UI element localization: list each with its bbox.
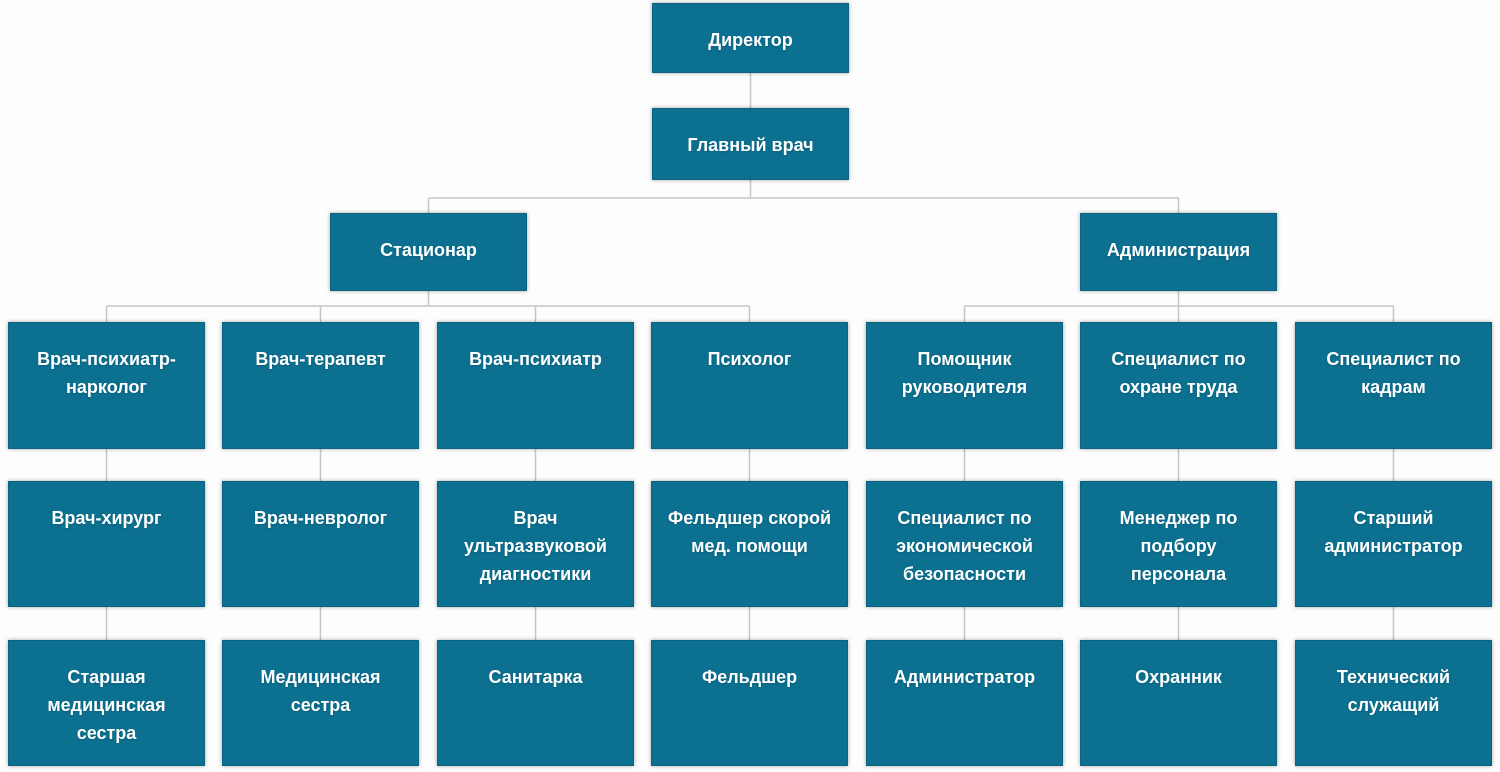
org-node-col7-level3: Технический служащий <box>1295 640 1492 766</box>
org-node-col2-level1: Врач-терапевт <box>222 322 419 449</box>
org-node-col7-level2: Старший администратор <box>1295 481 1492 607</box>
org-node-col2-level2: Врач-невролог <box>222 481 419 607</box>
org-node-col5-level1: Помощник руководителя <box>866 322 1063 449</box>
org-node-col1-level2: Врач-хирург <box>8 481 205 607</box>
org-node-col7-level1: Специалист по кадрам <box>1295 322 1492 449</box>
org-node-col3-level1: Врач-психиатр <box>437 322 634 449</box>
org-node-col4-level1: Психолог <box>651 322 848 449</box>
org-node-col6-level3: Охранник <box>1080 640 1277 766</box>
org-node-col6-level2: Менеджер по подбору персонала <box>1080 481 1277 607</box>
org-node-branch-0: Стационар <box>330 213 527 291</box>
org-node-col4-level2: Фельдшер скорой мед. помощи <box>651 481 848 607</box>
org-node-col3-level3: Санитарка <box>437 640 634 766</box>
org-node-branch-1: Администрация <box>1080 213 1277 291</box>
org-node-col3-level2: Врач ультразвуковой диагностики <box>437 481 634 607</box>
org-node-director: Директор <box>652 3 849 73</box>
org-node-col2-level3: Медицинская сестра <box>222 640 419 766</box>
org-node-chief-doctor: Главный врач <box>652 108 849 180</box>
org-node-col5-level2: Специалист по экономической безопасности <box>866 481 1063 607</box>
org-node-col6-level1: Специалист по охране труда <box>1080 322 1277 449</box>
org-node-col1-level3: Старшая медицинская сестра <box>8 640 205 766</box>
org-node-col1-level1: Врач-психиатр- нарколог <box>8 322 205 449</box>
org-node-col4-level3: Фельдшер <box>651 640 848 766</box>
org-node-col5-level3: Администратор <box>866 640 1063 766</box>
connector <box>105 73 1395 640</box>
